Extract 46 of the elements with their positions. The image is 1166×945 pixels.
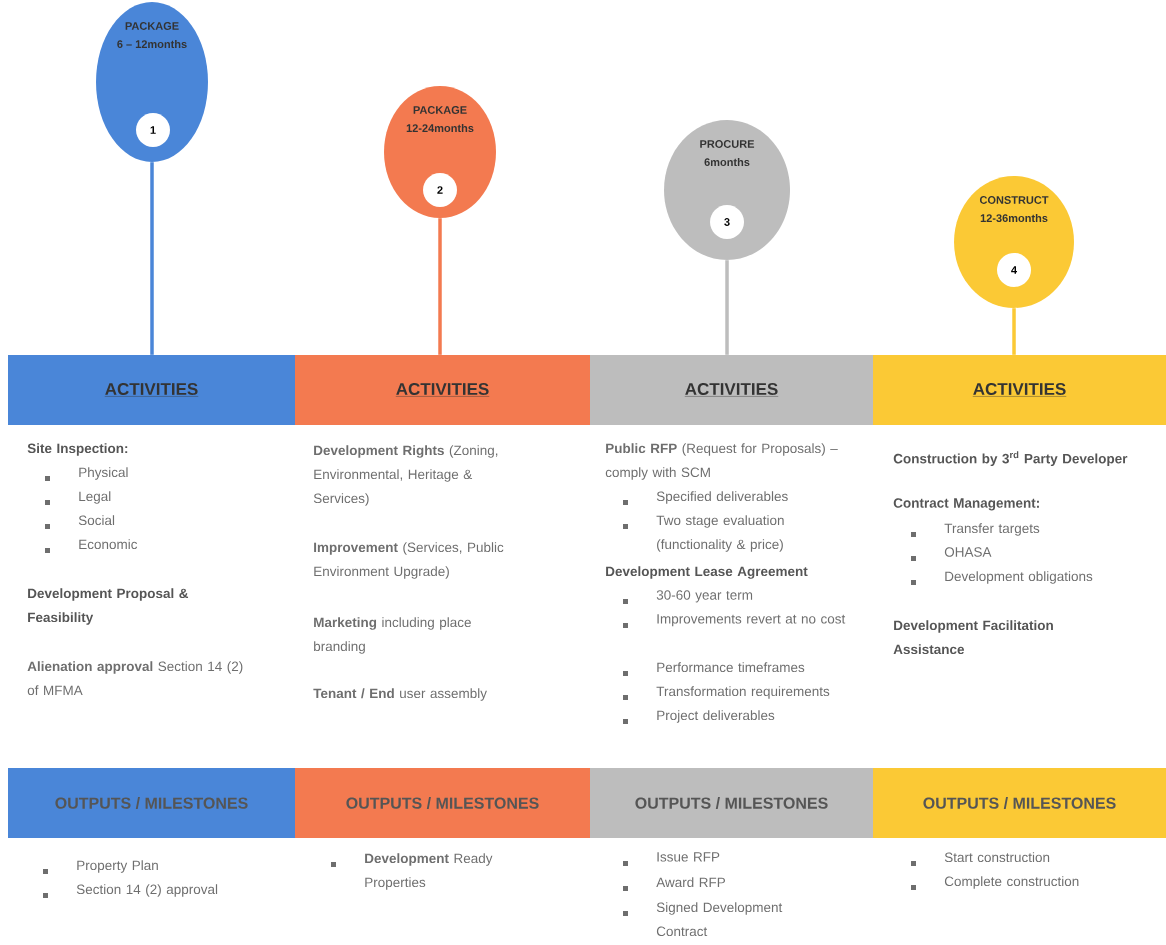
list-item-text: Complete construction bbox=[944, 876, 1079, 889]
list-item-text: Performance timeframes bbox=[657, 662, 805, 673]
list-item-text: OHASA bbox=[944, 547, 992, 557]
heading-text: Site Inspection: bbox=[27, 443, 128, 456]
activities-band: ACTIVITIES bbox=[590, 355, 873, 425]
list-item-text: Two stage evaluation (functionality & price) bbox=[656, 515, 784, 552]
activity-text: Marketing including place branding bbox=[314, 617, 471, 654]
list-item-text: Improvements revert at no cost bbox=[657, 614, 846, 627]
list-item-text: Physical bbox=[79, 467, 128, 480]
stem-line bbox=[1012, 308, 1016, 355]
activities-band: ACTIVITIES bbox=[873, 355, 1166, 425]
milestones-band: OUTPUTS / MILESTONES bbox=[295, 768, 590, 838]
list-item-text: Issue RFP bbox=[657, 852, 720, 862]
milestones-band: OUTPUTS / MILESTONES bbox=[873, 768, 1166, 838]
milestones-band: OUTPUTS / MILESTONES bbox=[8, 768, 295, 838]
list-item-text: Transfer targets bbox=[944, 523, 1040, 536]
stem-line bbox=[438, 218, 442, 355]
activities-band: ACTIVITIES bbox=[8, 355, 295, 425]
activities-band: ACTIVITIES bbox=[295, 355, 590, 425]
list-item-text: Development Ready Properties bbox=[365, 853, 493, 890]
heading-text: Contract Management: bbox=[893, 498, 1039, 511]
list-item-text: Economic bbox=[79, 539, 138, 550]
stem-line bbox=[150, 162, 154, 355]
stem-line bbox=[725, 260, 729, 355]
heading-text: Development Facilitation Assistance bbox=[893, 620, 1053, 655]
list-item-text: Property Plan bbox=[77, 860, 158, 873]
milestones-band: OUTPUTS / MILESTONES bbox=[590, 768, 873, 838]
activity-text: Improvement (Services, Public Environment Upgrade) bbox=[314, 542, 504, 579]
activity-text: Alienation approval Section 14 (2) of MFMA bbox=[27, 661, 243, 696]
list-item-text: Social bbox=[78, 515, 115, 526]
list-item-text: Transformation requirements bbox=[656, 686, 830, 699]
list-item-text: Development obligations bbox=[945, 571, 1093, 584]
list-item-text: Legal bbox=[79, 491, 111, 504]
list-item-text: Project deliverables bbox=[657, 710, 775, 723]
heading-text: Development Proposal & Feasibility bbox=[28, 588, 189, 625]
heading-text: Construction by 3$^{rd}$ Party Developer bbox=[893, 451, 1128, 467]
list-item-text: Signed Development Contract bbox=[656, 902, 783, 937]
list-item-text: Start construction bbox=[944, 852, 1050, 863]
list-item-text: Section 14 (2) approval bbox=[76, 884, 218, 897]
list-item-text: Specified deliverables bbox=[656, 491, 788, 504]
activity-text: Tenant / End user assembly bbox=[313, 688, 487, 701]
list-item-text: 30-60 year term bbox=[656, 590, 753, 603]
list-item-text: Award RFP bbox=[656, 877, 725, 888]
activity-text: Public RFP (Request for Proposals) – comply with SCM bbox=[605, 443, 838, 480]
activity-text: Development Rights (Zoning, Environmental, Heritage & Services) bbox=[313, 445, 498, 506]
heading-text: Development Lease Agreement bbox=[606, 566, 808, 579]
